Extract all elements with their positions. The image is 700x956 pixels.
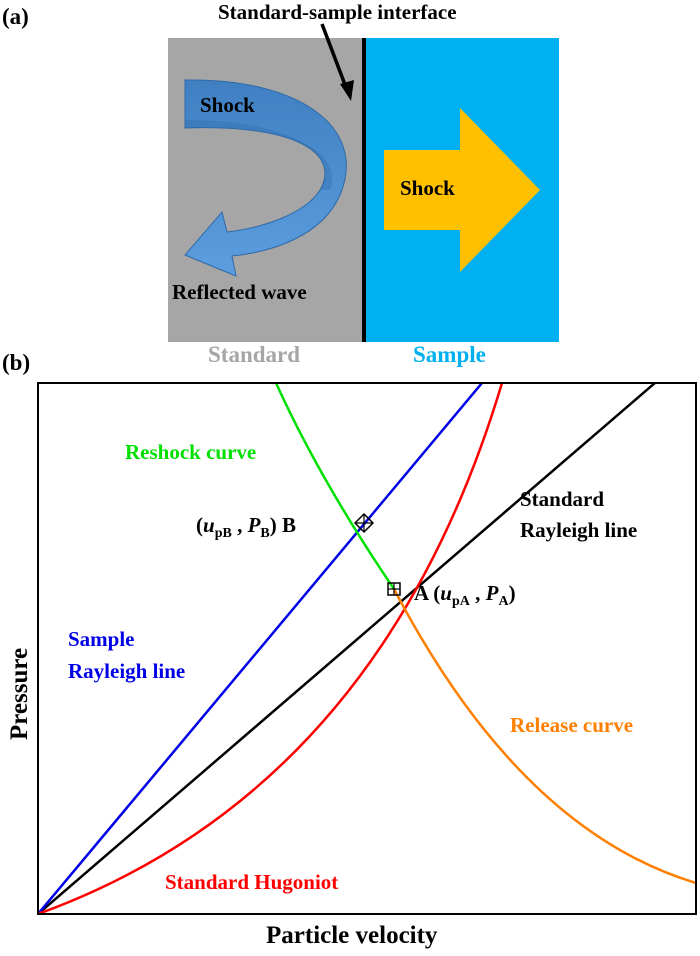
point-a-marker (387, 582, 401, 596)
reshock-curve (274, 383, 396, 590)
reshock-curve-label: Reshock curve (125, 440, 257, 464)
standard-rayleigh-line (38, 383, 657, 914)
panel-a-label: (a) (2, 4, 29, 29)
sample-label: Sample (413, 342, 486, 367)
sample-rayleigh-line (38, 383, 483, 914)
shock-left-label: Shock (200, 93, 255, 117)
sample-rayleigh-label-line2: Rayleigh line (68, 659, 186, 683)
point-b-marker (353, 512, 375, 534)
y-axis-label: Pressure (6, 648, 33, 740)
sample-rayleigh-label: Sample Rayleigh line (68, 623, 185, 687)
panel-a-diagram (168, 23, 559, 342)
standard-hugoniot-curve (38, 383, 504, 914)
standard-rayleigh-label-line1: Standard (520, 487, 605, 511)
ribbon-fold (185, 120, 333, 190)
panel-b-label: (b) (2, 350, 31, 375)
standard-rayleigh-label-line2: Rayleigh line (520, 518, 638, 542)
reflected-shock-ribbon (184, 79, 347, 277)
plot-frame (37, 382, 697, 915)
interface-label: Standard-sample interface (218, 0, 457, 24)
reflected-wave-label: Reflected wave (172, 280, 307, 304)
standard-hugoniot-label: Standard Hugoniot (165, 870, 339, 894)
forward-shock-arrow (384, 108, 540, 272)
shock-right-label: Shock (400, 176, 455, 200)
sample-rayleigh-label-line1: Sample (68, 627, 135, 651)
release-curve (392, 588, 696, 885)
standard-label: Standard (208, 342, 301, 367)
point-b-label: (upB , PB) B (196, 513, 296, 541)
x-axis-label: Particle velocity (266, 922, 438, 949)
standard-rayleigh-label: Standard Rayleigh line (520, 484, 637, 546)
point-a-label: A (upA , PA) (414, 581, 516, 609)
interface-pointer (320, 23, 349, 91)
release-curve-label: Release curve (510, 713, 634, 737)
interface-pointer-head (340, 80, 354, 101)
